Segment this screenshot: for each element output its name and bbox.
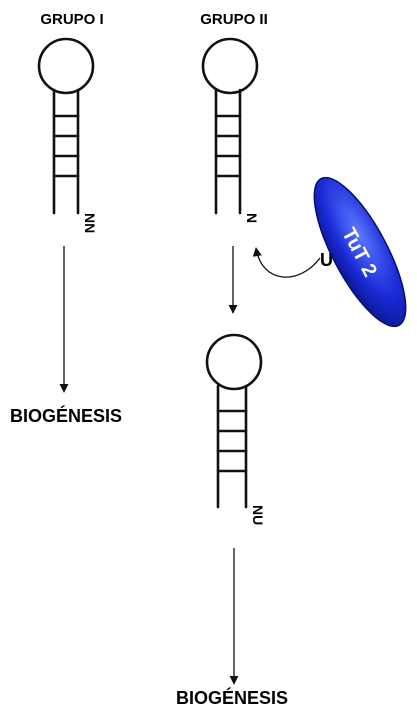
group-1-hairpin: [39, 39, 93, 213]
tut2-enzyme: TuT 2: [297, 166, 417, 338]
group-1-title: GRUPO I: [40, 11, 103, 28]
group-1-end-label: NN: [82, 213, 98, 233]
group-2-modified-hairpin: [207, 335, 261, 507]
group-2-end-label: N: [244, 213, 260, 223]
group-2-modified-end-label: NU: [250, 505, 266, 525]
group-2-result: BIOGÉNESIS: [176, 687, 288, 708]
uridylation-arrow: [256, 248, 320, 277]
group-2-title: GRUPO II: [200, 11, 268, 28]
group-2-hairpin: [203, 39, 257, 213]
group-1-result: BIOGÉNESIS: [10, 405, 122, 426]
